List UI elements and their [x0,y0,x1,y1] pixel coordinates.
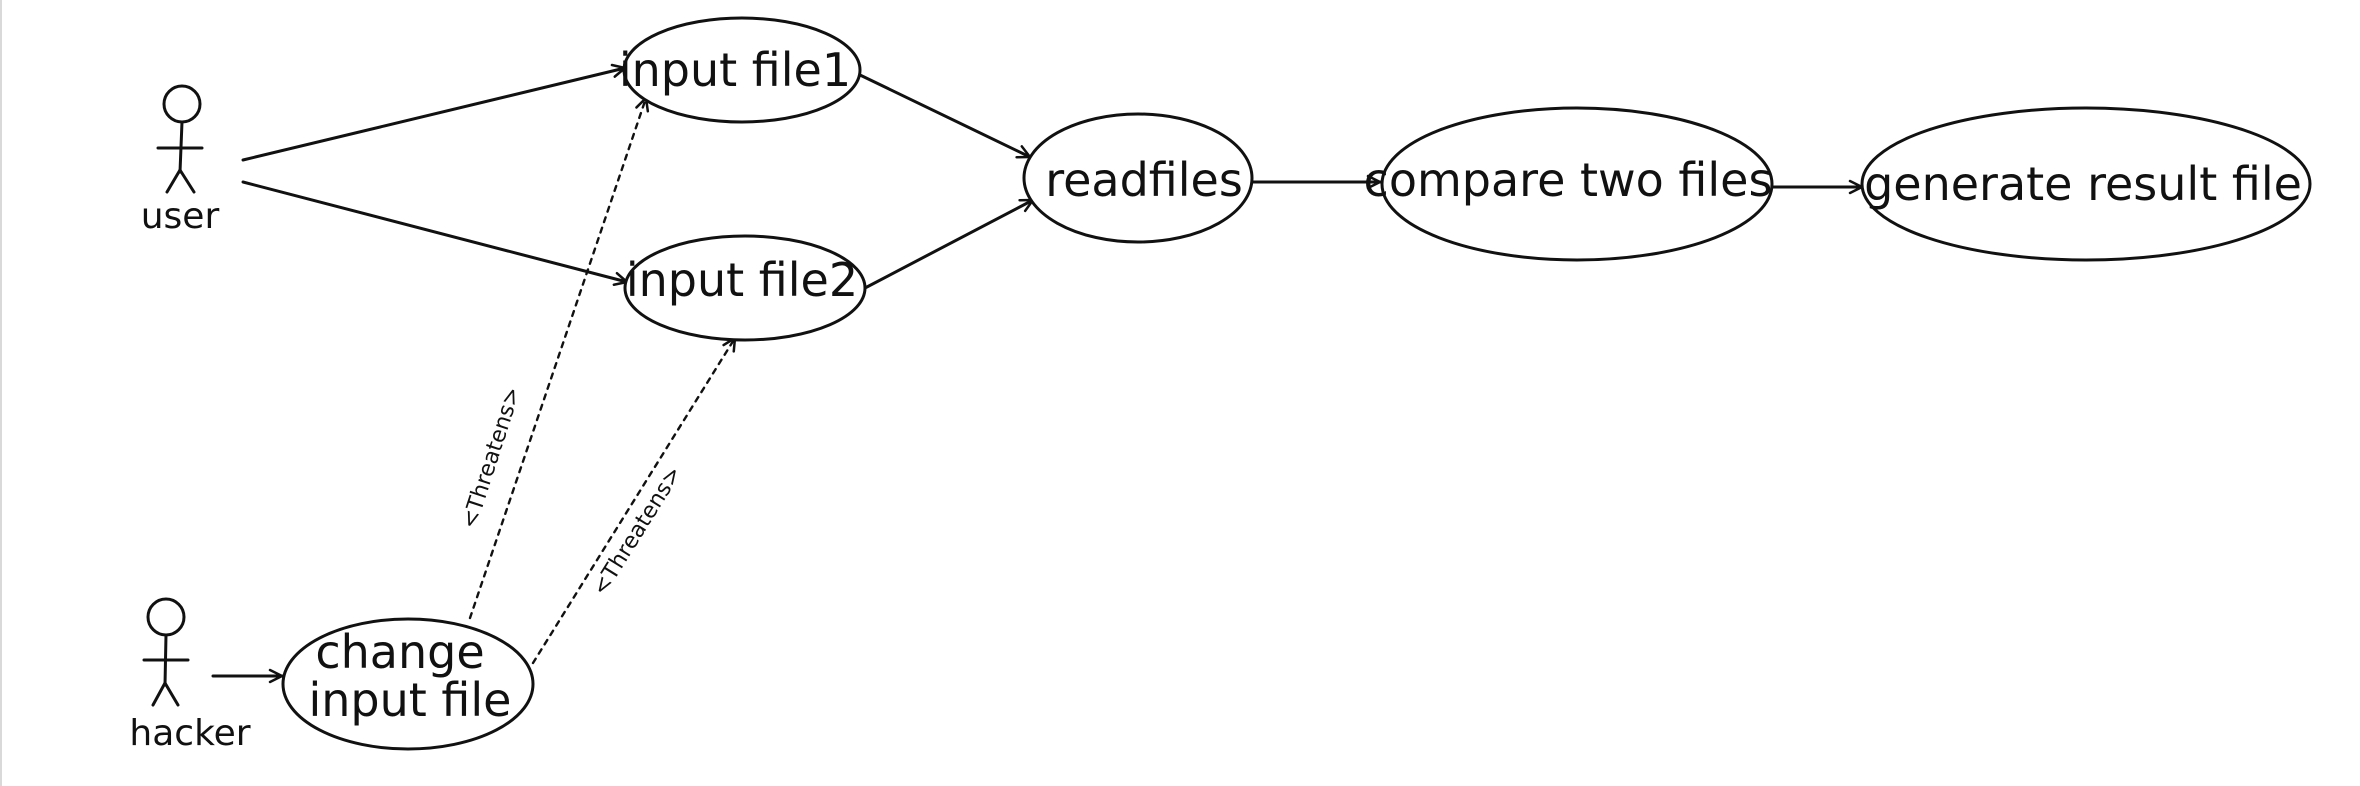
use-case-input-file1-label: input file1 [619,43,851,97]
edge-threatens-input-file1 [468,96,650,620]
use-case-change-input-file-line1: change [315,625,484,679]
use-case-change-input-file[interactable]: change input file [281,617,535,751]
use-case-compare-two-files-label: compare two files [1364,153,1773,207]
actor-user-label: user [141,196,220,237]
use-case-input-file2[interactable]: input file2 [623,234,867,342]
canvas-left-border [0,0,2,786]
edge-input-file1-to-read-files [858,73,1032,159]
use-case-read-files-label: readfiles [1045,153,1243,207]
use-case-change-input-file-line2: input file [308,673,511,727]
edge-user-to-input-file1 [241,63,627,162]
edge-user-to-input-file2 [241,180,629,287]
threatens-label-2: <Threatens> [588,462,687,600]
edge-threatens-input-file2 [531,336,737,665]
use-case-compare-two-files[interactable]: compare two files [1364,106,1774,262]
user-stick-figure-icon [156,84,204,194]
use-case-generate-result-file[interactable]: generate result file [1860,106,2312,262]
use-case-generate-result-file-label: generate result file [1864,157,2302,211]
actor-hacker-label: hacker [129,713,250,754]
actor-hacker[interactable]: hacker [129,597,251,754]
actor-user[interactable]: user [141,84,220,237]
use-case-read-files[interactable]: readfiles [1022,112,1254,244]
threatens-label-1: <Threatens> [457,384,526,532]
use-case-input-file2-label: input file2 [626,253,858,307]
edge-input-file2-to-read-files [863,198,1035,290]
use-case-input-file1[interactable]: input file1 [619,16,862,124]
hacker-stick-figure-icon [142,597,190,707]
